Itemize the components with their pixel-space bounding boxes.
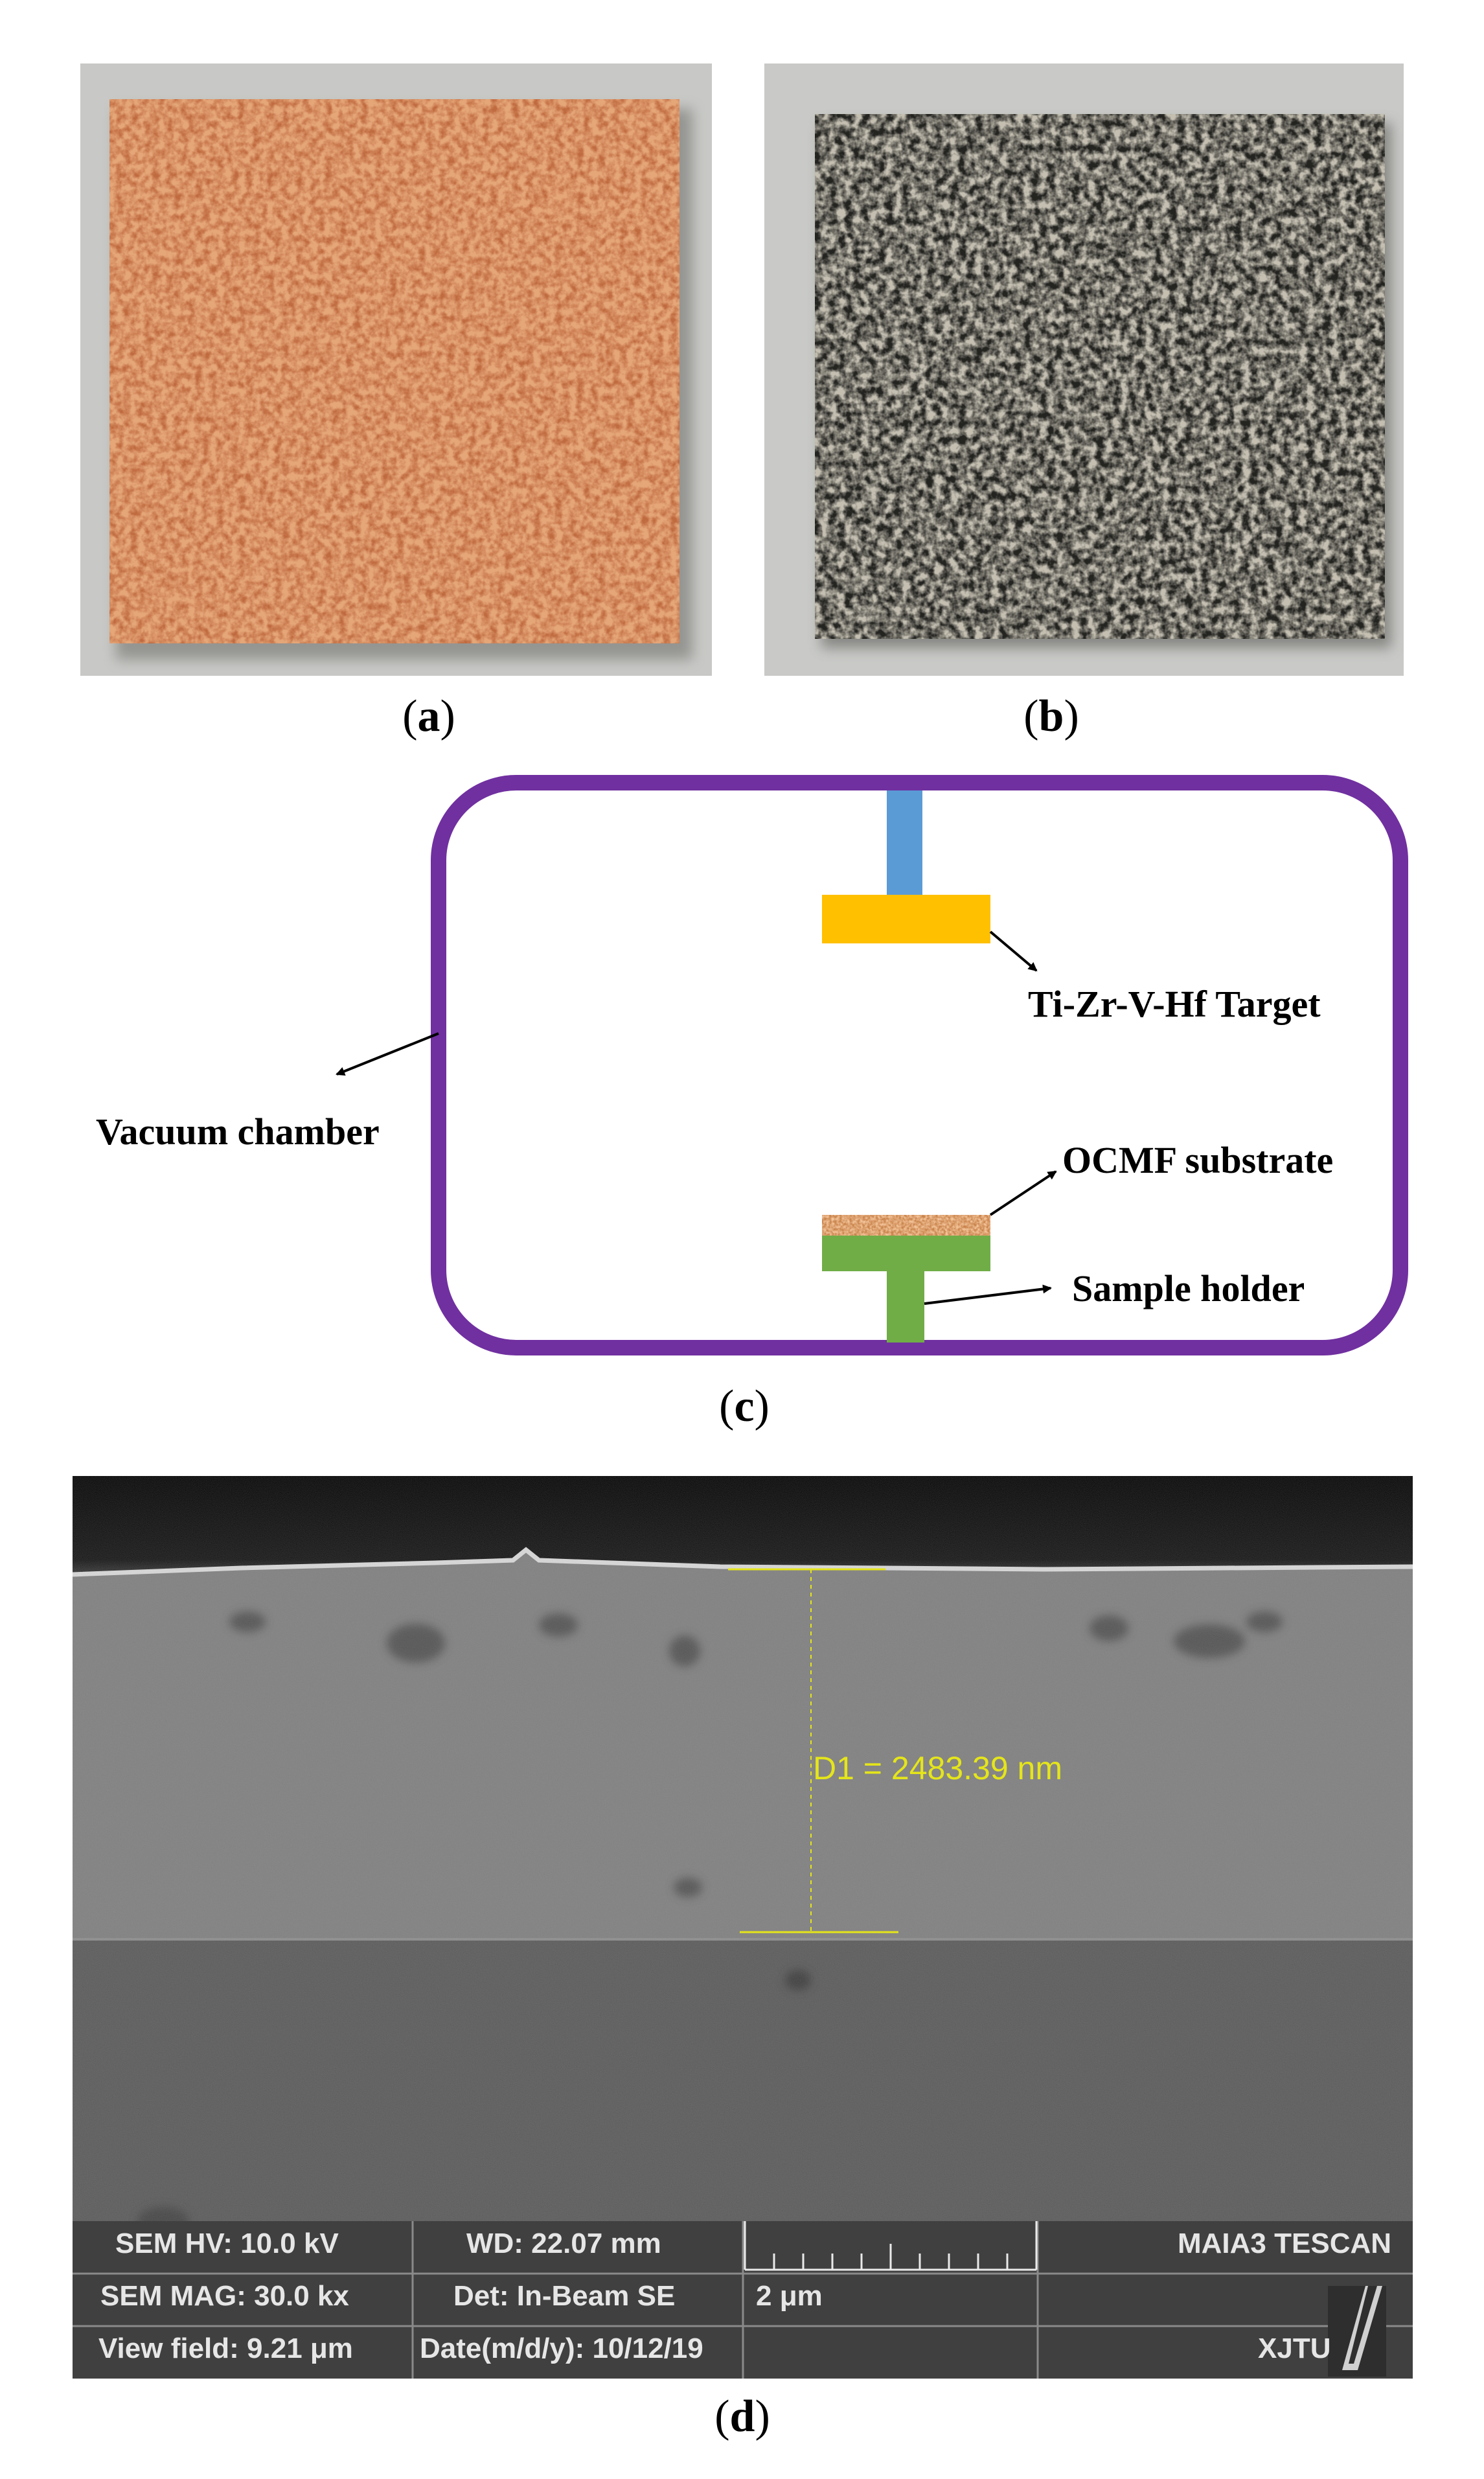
sample-holder-stem xyxy=(887,1271,924,1343)
caption-b: (b) xyxy=(1023,691,1079,741)
caption-c: (c) xyxy=(719,1381,770,1431)
chamber-label: Vacuum chamber xyxy=(96,1111,380,1153)
sem-institution: XJTU xyxy=(1258,2333,1331,2364)
sem-scale-label: 2 μm xyxy=(756,2280,823,2312)
substrate-label: OCMF substrate xyxy=(1062,1139,1334,1181)
sem-wd: WD: 22.07 mm xyxy=(466,2228,661,2259)
sputtering-target xyxy=(822,895,990,943)
substrate-arrow xyxy=(989,1170,1057,1216)
sputtering-diagram xyxy=(336,775,1408,1355)
sample-holder-plate xyxy=(822,1236,990,1271)
sem-hv: SEM HV: 10.0 kV xyxy=(115,2228,339,2259)
sem-mag: SEM MAG: 30.0 kx xyxy=(100,2280,349,2312)
vacuum-chamber-outline xyxy=(431,775,1408,1355)
scale-bar xyxy=(744,2221,1038,2271)
target-rod xyxy=(887,790,922,859)
coated-foam-image xyxy=(815,114,1391,648)
sem-brand: MAIA3 TESCAN xyxy=(1178,2228,1392,2259)
target-arrow xyxy=(989,930,1038,972)
sem-detector: Det: In-Beam SE xyxy=(453,2280,676,2312)
chamber-arrow xyxy=(336,1032,439,1076)
sem-date: Date(m/d/y): 10/12/19 xyxy=(420,2333,703,2364)
sem-image xyxy=(73,1476,1413,2379)
holder-arrow xyxy=(924,1284,1052,1305)
caption-d: (d) xyxy=(714,2392,770,2441)
measurement-label: D1 = 2483.39 nm xyxy=(813,1750,1062,1786)
thickness-measurement xyxy=(728,1568,898,1933)
caption-a: (a) xyxy=(402,691,455,741)
copper-foam-image xyxy=(109,99,692,660)
target-label: Ti-Zr-V-Hf Target xyxy=(1028,983,1321,1025)
panel-a-photo xyxy=(80,63,712,676)
holder-label: Sample holder xyxy=(1072,1267,1305,1309)
sem-micrograph xyxy=(73,1476,1413,2379)
panel-b-photo xyxy=(764,63,1404,676)
sem-view-field: View field: 9.21 μm xyxy=(98,2333,353,2364)
tescan-logo xyxy=(1328,2286,1386,2377)
